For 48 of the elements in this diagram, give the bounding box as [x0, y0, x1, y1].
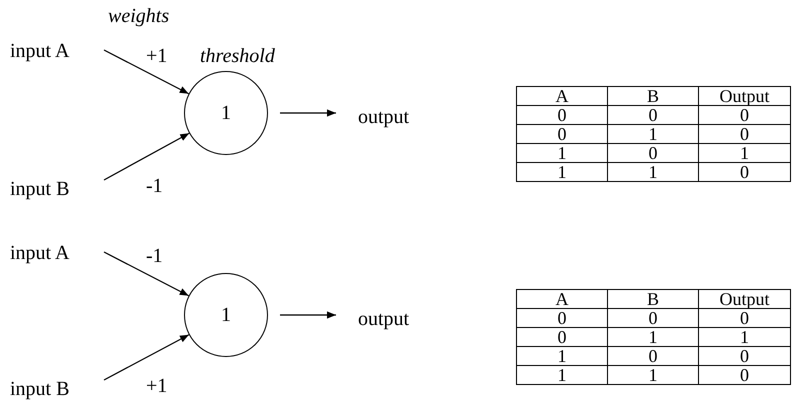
- arrow: [104, 49, 189, 94]
- output-label: output: [338, 306, 442, 332]
- table-cell: 0: [608, 106, 698, 124]
- table-cell: 1: [516, 366, 608, 384]
- column-header: B: [608, 86, 698, 106]
- column-header: B: [608, 290, 698, 308]
- table-cell: 0: [608, 144, 698, 162]
- column-header: Output: [698, 290, 790, 308]
- table-cell: 1: [608, 124, 698, 144]
- edge-label: +1: [146, 46, 168, 66]
- table-cell: 1: [516, 162, 608, 182]
- table-cell: 0: [608, 346, 698, 366]
- table-cell: 0: [698, 308, 790, 328]
- table-cell: 0: [516, 124, 608, 144]
- column-header: Output: [698, 86, 790, 106]
- output-label: output: [338, 104, 442, 130]
- input-label: input B: [10, 176, 104, 202]
- table-cell: 1: [698, 328, 790, 346]
- column-header: A: [516, 86, 608, 106]
- table-cell: 0: [516, 308, 608, 328]
- input-label: input A: [10, 38, 104, 64]
- table-cell: 1: [698, 144, 790, 162]
- column-header: A: [516, 290, 608, 308]
- edge-label: -1: [146, 176, 163, 196]
- input-label: input A: [10, 240, 104, 266]
- edge-label: -1: [146, 246, 163, 266]
- arrow: [104, 251, 189, 296]
- input-label: input B: [10, 376, 104, 402]
- table-cell: 1: [516, 346, 608, 366]
- table-cell: 0: [516, 328, 608, 346]
- table-cell: 0: [516, 106, 608, 124]
- weights-label: weights: [108, 6, 170, 26]
- table-cell: 1: [608, 328, 698, 346]
- arrow: [104, 132, 190, 181]
- table-cell: 0: [698, 162, 790, 182]
- threshold-label: threshold: [200, 46, 275, 66]
- arrow: [280, 109, 336, 117]
- arrow: [104, 334, 190, 381]
- table-cell: 1: [608, 366, 698, 384]
- table-cell: 0: [698, 366, 790, 384]
- table-cell: 1: [608, 162, 698, 182]
- table-cell: 1: [516, 144, 608, 162]
- table-cell: 0: [698, 106, 790, 124]
- table-cell: 0: [608, 308, 698, 328]
- table-cell: 0: [698, 124, 790, 144]
- edge-label: +1: [146, 376, 168, 396]
- arrow: [280, 311, 336, 319]
- table-cell: 0: [698, 346, 790, 366]
